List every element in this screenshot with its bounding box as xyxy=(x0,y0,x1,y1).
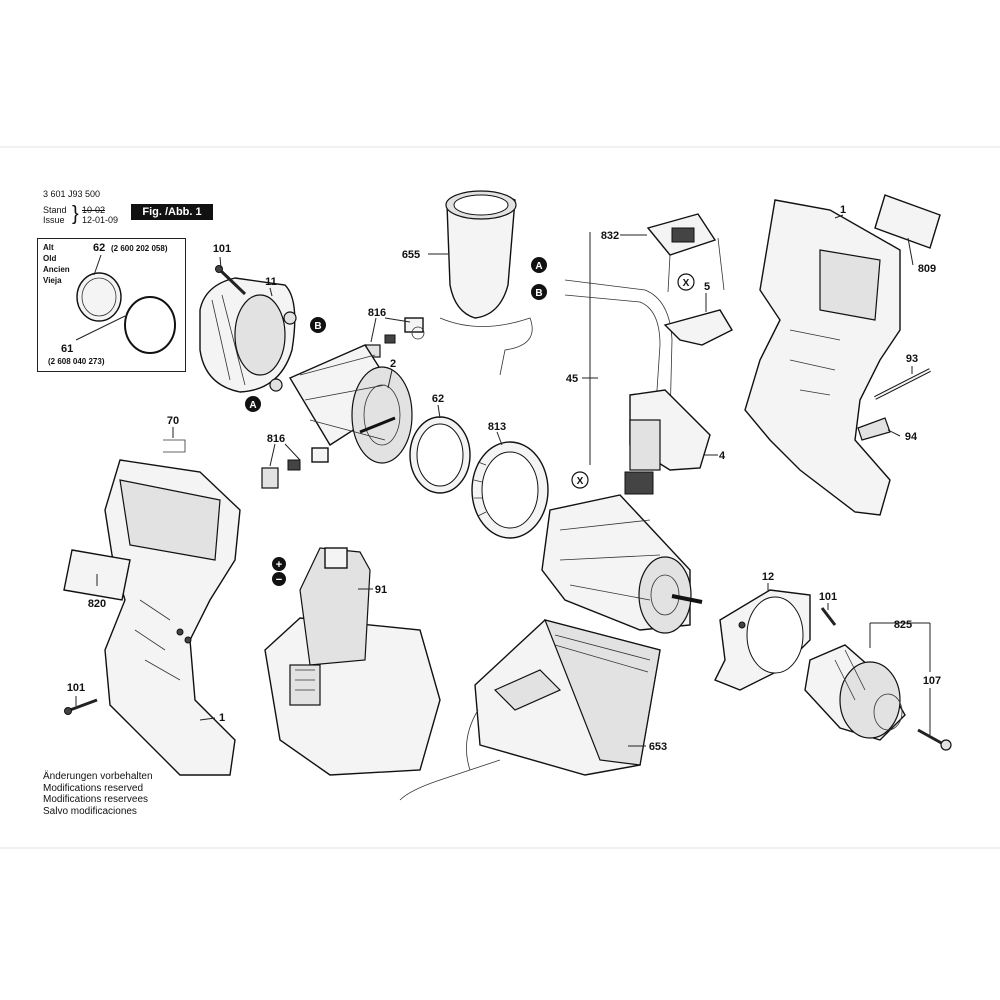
callout-653: 653 xyxy=(649,741,667,753)
polarity-plus-marker: + xyxy=(272,557,286,571)
callout-62: 62 xyxy=(432,393,444,405)
part-number: 3 601 J93 500 xyxy=(43,189,101,199)
svg-text:B: B xyxy=(314,321,321,332)
battery-91 xyxy=(264,547,441,776)
stand-date-struck: 10-02 xyxy=(82,205,106,215)
screw-101-left xyxy=(64,698,98,715)
switch-4 xyxy=(624,389,711,495)
sleeve-655 xyxy=(439,190,533,376)
front-plate-12 xyxy=(714,589,811,691)
callout-101-left: 101 xyxy=(67,682,85,694)
chuck-825 xyxy=(804,644,906,741)
gear-housing-11 xyxy=(199,277,297,393)
callout-2: 2 xyxy=(390,358,396,370)
lang-ancien: Ancien xyxy=(43,265,70,274)
footer-notes: Änderungen vorbehalten Modifications res… xyxy=(43,771,153,817)
footer-line-en: Modifications reserved xyxy=(43,782,144,794)
callout-816-bottom: 816 xyxy=(267,433,285,445)
svg-text:A: A xyxy=(535,261,542,272)
svg-text:+: + xyxy=(276,559,282,571)
legacy-item-bottom: 61 xyxy=(61,343,74,355)
marker-x-top: X xyxy=(677,273,695,291)
ring-gear-813 xyxy=(471,441,549,539)
footer-line-de: Änderungen vorbehalten xyxy=(43,771,153,782)
legacy-ring-drawing xyxy=(75,254,176,354)
legacy-item-top-code: (2 600 202 058) xyxy=(111,244,168,253)
footer-line-fr: Modifications reservees xyxy=(43,794,149,805)
contact-832 xyxy=(646,213,725,293)
marker-b-left: B xyxy=(310,317,326,333)
ring-62 xyxy=(409,416,471,494)
callout-1-left: 1 xyxy=(219,712,225,724)
callout-12: 12 xyxy=(762,571,774,583)
callout-70: 70 xyxy=(167,415,179,427)
svg-text:X: X xyxy=(577,476,584,487)
footer-line-es: Salvo modificaciones xyxy=(43,805,137,817)
callout-1-right: 1 xyxy=(840,204,846,216)
callout-91: 91 xyxy=(375,584,387,596)
callout-101-right: 101 xyxy=(819,591,837,603)
lang-old: Old xyxy=(43,254,57,263)
polarity-minus-marker: − xyxy=(272,572,286,586)
issue-date: 12-01-09 xyxy=(82,215,119,225)
legacy-item-top: 62 xyxy=(93,242,106,254)
callout-825: 825 xyxy=(894,619,912,631)
lang-alt: Alt xyxy=(43,243,54,252)
callout-94: 94 xyxy=(905,431,918,443)
legacy-parts-box: Alt Old Ancien Vieja 62 (2 600 202 058) … xyxy=(37,238,186,372)
callout-11: 11 xyxy=(265,276,277,288)
figure-label: Fig. /Abb. 1 xyxy=(131,204,213,220)
svg-text:−: − xyxy=(276,574,282,586)
issue-label: Issue xyxy=(43,215,65,225)
svg-text:B: B xyxy=(535,288,542,299)
callout-655: 655 xyxy=(402,249,420,261)
callout-101-top: 101 xyxy=(213,243,231,255)
brush-holder-816-top xyxy=(365,317,425,358)
screw-101-right xyxy=(820,607,837,626)
brace: } xyxy=(72,203,79,225)
clip-94 xyxy=(857,417,891,441)
callout-107: 107 xyxy=(923,675,941,687)
callout-4: 4 xyxy=(719,450,726,462)
spring-5 xyxy=(663,309,733,346)
label-809 xyxy=(874,194,941,249)
charger-653 xyxy=(399,619,661,801)
gearbox xyxy=(541,494,703,634)
marker-x-gearbox: X xyxy=(571,471,589,489)
lang-vieja: Vieja xyxy=(43,276,62,285)
callout-809: 809 xyxy=(918,263,936,275)
screw-107 xyxy=(917,728,952,751)
callout-813: 813 xyxy=(488,421,506,433)
callout-816-top: 816 xyxy=(368,307,386,319)
switch-harness-45 xyxy=(564,279,673,421)
leader-lines xyxy=(75,214,931,747)
marker-a-right: A xyxy=(531,257,547,273)
housing-shell-left xyxy=(104,459,241,776)
marker-a-left: A xyxy=(245,396,261,412)
callout-93: 93 xyxy=(906,353,918,365)
callout-832: 832 xyxy=(601,230,619,242)
svg-text:A: A xyxy=(249,400,256,411)
brush-holder-816-bottom xyxy=(261,447,329,489)
housing-shell-right xyxy=(744,199,901,516)
svg-text:X: X xyxy=(683,278,690,289)
callout-5: 5 xyxy=(704,281,710,293)
callout-45: 45 xyxy=(566,373,578,385)
legacy-item-bottom-code: (2 608 040 273) xyxy=(48,357,105,366)
motor-2 xyxy=(288,344,413,464)
stand-label: Stand xyxy=(43,205,67,215)
clip-70 xyxy=(163,439,186,453)
callout-820: 820 xyxy=(88,598,106,610)
bit-93 xyxy=(874,368,931,400)
marker-b-right: B xyxy=(531,284,547,300)
